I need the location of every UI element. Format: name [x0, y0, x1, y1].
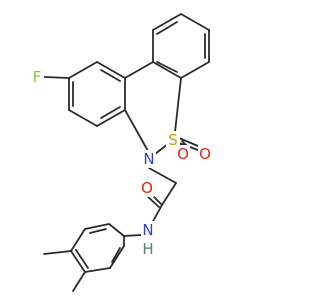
bond-line — [148, 167, 177, 184]
atom-label-fluorine: F — [33, 68, 42, 86]
bond-line — [156, 61, 178, 73]
bond-line — [178, 137, 199, 147]
bond-line — [89, 228, 107, 234]
bond-line — [84, 223, 110, 230]
bond-line — [180, 13, 210, 31]
atom-label-sulfonyl-oxygen-1: O — [177, 145, 189, 163]
bond-lines — [43, 13, 210, 292]
bond-line — [43, 250, 72, 255]
bond-line — [123, 234, 142, 237]
bond-line — [96, 61, 126, 79]
bond-line — [180, 61, 210, 79]
atom-label-amide-hydrogen: H — [142, 240, 153, 258]
bond-line — [100, 69, 121, 82]
atom-labels: F N S O O O N H — [30, 68, 212, 258]
bond-line — [84, 267, 111, 273]
bond-line — [75, 249, 89, 269]
bond-line — [70, 228, 86, 252]
bond-line — [181, 140, 187, 146]
bond-line — [70, 250, 86, 273]
atom-label-carbonyl-oxygen: O — [141, 179, 153, 197]
bond-line — [108, 223, 125, 237]
bond-line — [111, 247, 121, 263]
bond-line — [109, 245, 125, 269]
bond-line — [72, 271, 86, 292]
bond-line — [96, 109, 126, 127]
atom-label-amide-nitrogen: N — [142, 221, 153, 239]
bond-line — [68, 61, 98, 79]
bond-line — [152, 13, 182, 31]
atom-label-sulfur: S — [168, 131, 178, 149]
bond-line — [124, 61, 154, 79]
bond-line — [100, 106, 121, 119]
bond-line — [174, 77, 182, 133]
atom-label-sulfonyl-oxygen-2: O — [199, 145, 211, 163]
bond-line — [156, 21, 178, 35]
bond-line — [161, 182, 177, 206]
bond-line — [154, 143, 169, 155]
bond-line — [68, 109, 98, 127]
bond-line — [152, 61, 182, 79]
bond-line — [124, 109, 149, 152]
molecule-structure: F N S O O O N H — [30, 13, 212, 292]
bond-line — [151, 204, 163, 224]
bond-line — [43, 76, 70, 79]
atom-label-ring-nitrogen: N — [143, 150, 154, 168]
